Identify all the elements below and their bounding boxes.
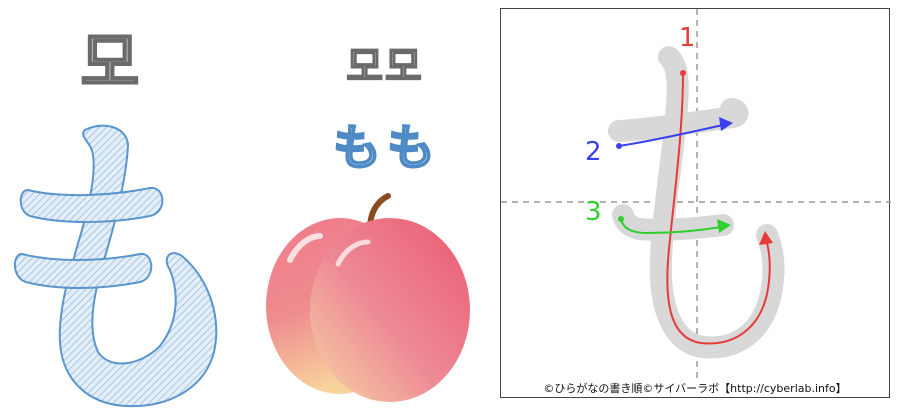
stroke-number-3: 3 [585, 197, 602, 227]
stroke-2-start [616, 143, 622, 149]
hiragana-large-top-bar [19, 186, 164, 223]
stroke-1-arrowhead [759, 231, 773, 245]
peach-highlight-left [287, 233, 323, 263]
stroke-2-arrowhead [719, 117, 733, 131]
stroke-order-diagram [501, 9, 891, 379]
stroke-3 [620, 218, 722, 235]
peach-highlight-right [335, 239, 371, 267]
stroke-2 [618, 124, 724, 147]
stroke-order-panel: 1 2 3 [500, 8, 891, 398]
copyright-notice: ©ひらがなの書き順©サイバーラボ【http://cyberlab.info】 [543, 382, 847, 395]
stroke-number-1: 1 [679, 23, 696, 53]
korean-character-large: 모 [80, 26, 141, 102]
hiragana-small: もも [332, 119, 441, 177]
stroke-1 [666, 72, 771, 345]
stroke-3-start [618, 216, 624, 222]
character-shadow [608, 46, 785, 359]
peach-right-half [310, 218, 470, 402]
hiragana-large-bottom-bar [14, 252, 153, 289]
stroke-1-start [680, 70, 686, 76]
stroke-number-2: 2 [585, 137, 602, 167]
peach-illustration [266, 193, 470, 402]
korean-character-small: 모모 [345, 43, 424, 91]
hiragana-large-glyph [14, 124, 218, 408]
stroke-3-arrowhead [717, 219, 731, 233]
